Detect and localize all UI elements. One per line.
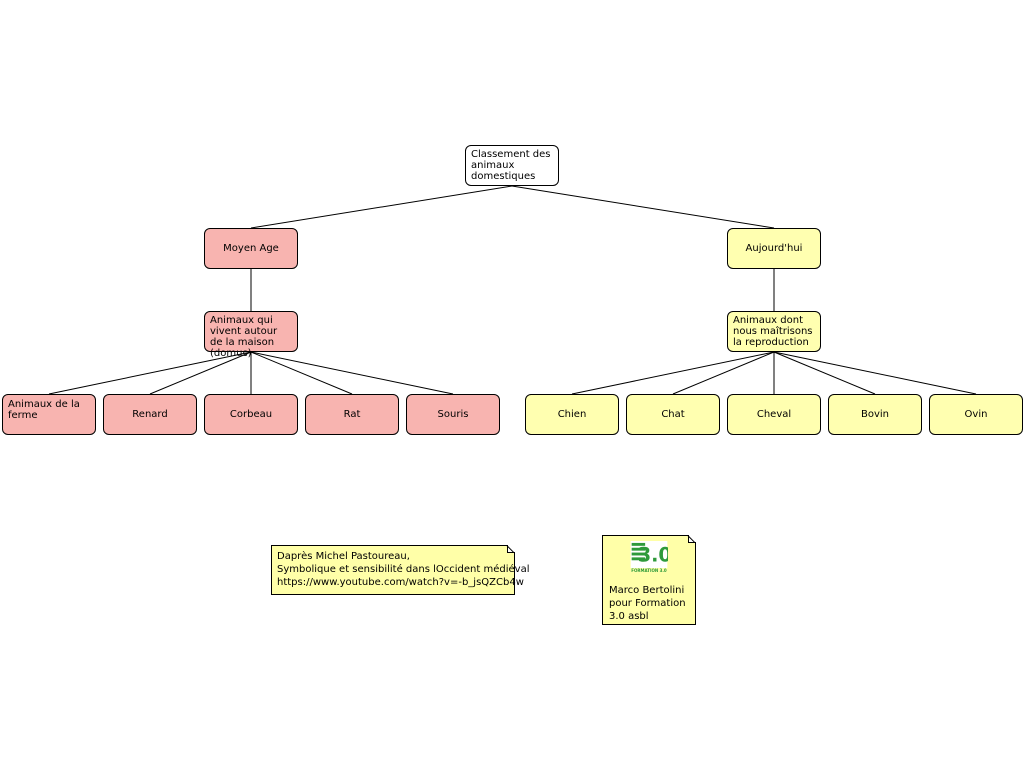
- leaf-node[interactable]: Bovin: [828, 394, 922, 435]
- group-node-domus[interactable]: Animaux qui vivent autour de la maison (…: [204, 311, 298, 359]
- note-line: pour Formation: [609, 598, 686, 609]
- note-fold-corner: [507, 545, 515, 553]
- note-line: Symbolique et sensibilité dans lOccident…: [277, 564, 530, 575]
- leaf-node[interactable]: Animaux de la ferme: [2, 394, 96, 435]
- group-node-label: Animaux qui vivent autour de la maison (…: [210, 315, 278, 359]
- leaf-node-label: Animaux de la ferme: [8, 399, 80, 421]
- branch-node-aujourdhui[interactable]: Aujourd'hui: [727, 228, 821, 269]
- connector-group1-leaf1: [48, 351, 252, 395]
- connector-group2-leaf1: [571, 351, 775, 395]
- formation-logo-icon: 3.0: [630, 541, 668, 568]
- root-node[interactable]: Classement des animaux domestiques: [465, 145, 559, 186]
- leaf-node[interactable]: Chat: [626, 394, 720, 435]
- leaf-node-label: Souris: [437, 409, 469, 420]
- group-node-reproduction[interactable]: Animaux dont nous maîtrisons la reproduc…: [727, 311, 821, 352]
- connector-group1-leaf4: [250, 351, 353, 395]
- leaf-node-label: Chien: [557, 409, 587, 420]
- leaf-node-label: Ovin: [964, 409, 988, 420]
- connector-root-aujourdhui: [511, 185, 775, 229]
- leaf-node-label: Corbeau: [229, 409, 273, 420]
- connector-group1-leaf5: [250, 351, 454, 395]
- leaf-node[interactable]: Rat: [305, 394, 399, 435]
- note-fold-corner: [688, 535, 696, 543]
- leaf-node[interactable]: Chien: [525, 394, 619, 435]
- connector-group2-leaf2: [672, 351, 775, 395]
- formation-logo-caption: FORMATION 3.0: [631, 568, 667, 573]
- group-node-label: Animaux dont nous maîtrisons la reproduc…: [733, 315, 813, 348]
- source-note[interactable]: Daprès Michel Pastoureau, Symbolique et …: [271, 545, 530, 595]
- leaf-node-label: Renard: [132, 409, 168, 420]
- note-line: Daprès Michel Pastoureau,: [277, 551, 410, 562]
- leaf-node[interactable]: Renard: [103, 394, 197, 435]
- connector-group2-leaf5: [773, 351, 977, 395]
- root-node-label: Classement des animaux domestiques: [471, 149, 551, 182]
- leaf-node[interactable]: Corbeau: [204, 394, 298, 435]
- note-line: 3.0 asbl: [609, 611, 649, 622]
- svg-text:3.0: 3.0: [638, 543, 668, 566]
- formation-logo: 3.0 FORMATION 3.0: [629, 541, 669, 579]
- connector-group2-leaf4: [773, 351, 876, 395]
- note-line: Marco Bertolini: [609, 585, 685, 596]
- leaf-node-label: Chat: [661, 409, 685, 420]
- leaf-node-label: Cheval: [756, 409, 792, 420]
- note-line: https://www.youtube.com/watch?v=-b_jsQZC…: [277, 577, 524, 588]
- author-note[interactable]: 3.0 FORMATION 3.0 Marco Bertolini pour F…: [602, 535, 696, 625]
- connector-group1-leaf2: [149, 351, 252, 395]
- leaf-node[interactable]: Souris: [406, 394, 500, 435]
- leaf-node-label: Bovin: [860, 409, 889, 420]
- branch-node-label: Moyen Age: [223, 243, 279, 254]
- branch-node-label: Aujourd'hui: [745, 243, 803, 254]
- leaf-node-label: Rat: [343, 409, 361, 420]
- branch-node-moyen-age[interactable]: Moyen Age: [204, 228, 298, 269]
- leaf-node[interactable]: Ovin: [929, 394, 1023, 435]
- connector-root-moyen-age: [250, 185, 513, 229]
- leaf-node[interactable]: Cheval: [727, 394, 821, 435]
